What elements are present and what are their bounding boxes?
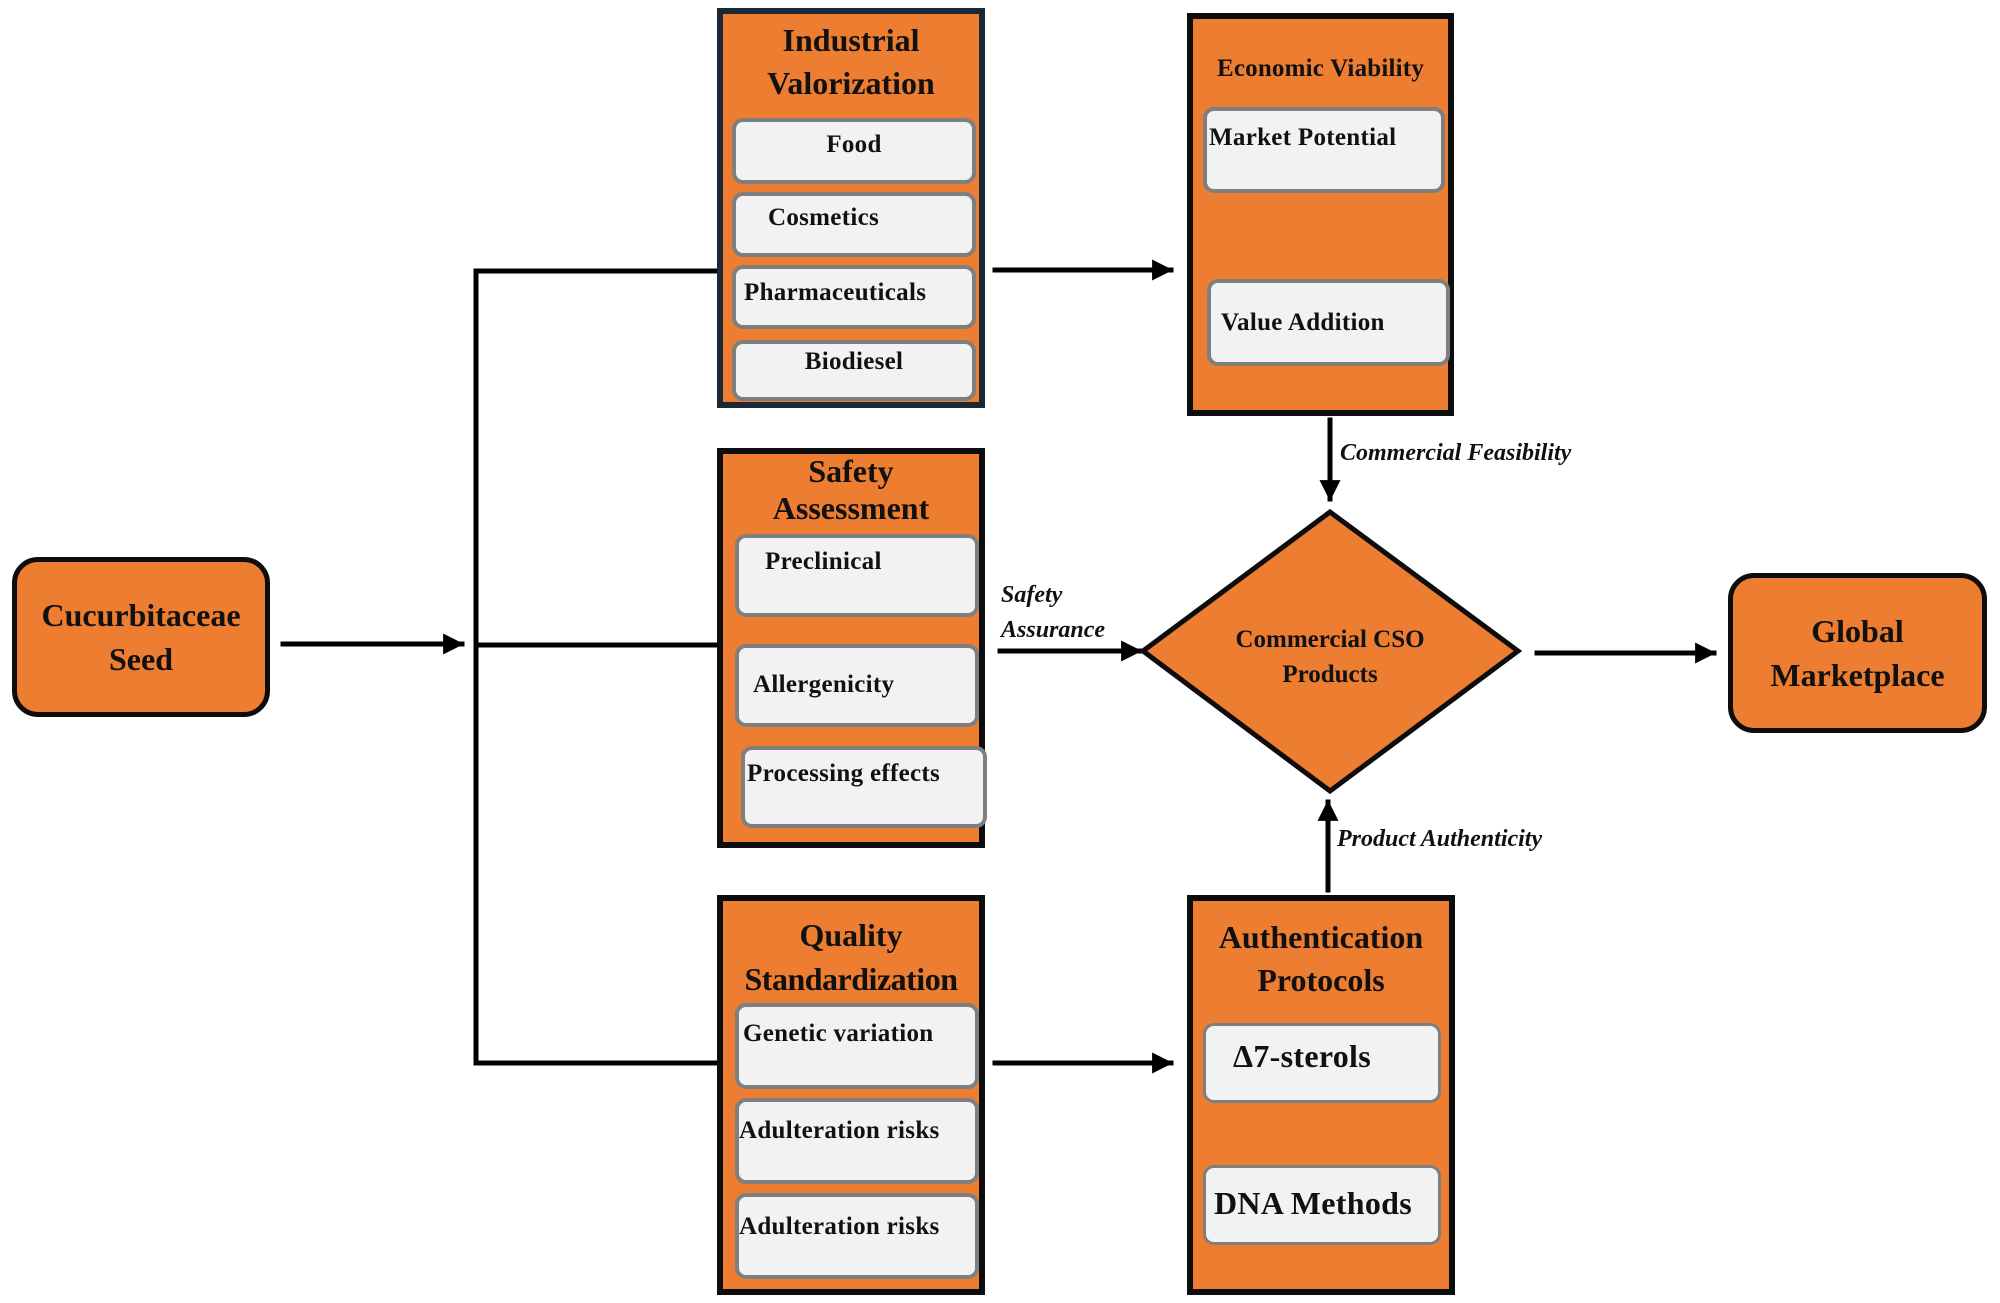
source-node-cucurbitaceae-seed: Cucurbitaceae Seed <box>12 557 270 717</box>
panel-industrial-valorization: Industrial Valorization Food Cosmetics P… <box>717 8 985 408</box>
edge-label-safety-assurance-line-1: Safety <box>1001 582 1063 608</box>
panel-title-line-2: Standardization <box>744 961 958 997</box>
source-label-line-1: Cucurbitaceae <box>41 597 241 633</box>
decision-label-line-1: Commercial CSO <box>1235 626 1425 653</box>
item-value-addition: Value Addition <box>1207 279 1450 366</box>
item-cosmetics: Cosmetics <box>732 192 976 257</box>
edge-label-commercial-feasibility: Commercial Feasibility <box>1340 440 1572 466</box>
panel-title-line-2: Assessment <box>772 490 930 526</box>
item-adulteration-risks: Adulteration risks <box>735 1193 979 1279</box>
panel-title-line-2: Valorization <box>767 65 935 101</box>
panel-authentication-protocols: Authentication Protocols Δ7-sterols DNA … <box>1187 895 1455 1295</box>
item-pharmaceuticals: Pharmaceuticals <box>732 265 976 329</box>
item-market-potential: Market Potential <box>1203 107 1445 193</box>
item-food: Food <box>732 118 976 184</box>
decision-node-commercial-cso-products: Commercial CSO Products <box>1180 622 1480 692</box>
item-genetic-variation: Genetic variation <box>735 1003 979 1089</box>
target-node-global-marketplace: Global Marketplace <box>1728 573 1987 733</box>
panel-quality-standardization: Quality Standardization Genetic variatio… <box>717 895 985 1295</box>
edge-label-safety-assurance-line-2: Assurance <box>1001 617 1106 643</box>
decision-label-line-2: Products <box>1282 661 1378 688</box>
panel-safety-assessment: Safety Assessment Preclinical Allergenic… <box>717 448 987 848</box>
item-adulteration-risks: Adulteration risks <box>735 1098 979 1184</box>
panel-title-line-1: Safety <box>808 453 894 489</box>
panel-economic-viability: Economic Viability Market Potential Valu… <box>1187 13 1454 416</box>
item-preclinical: Preclinical <box>735 534 979 617</box>
item-biodiesel: Biodiesel <box>732 340 976 401</box>
target-label-line-1: Global <box>1811 613 1904 649</box>
panel-title-line-1: Quality <box>799 917 903 953</box>
edge-label-product-authenticity: Product Authenticity <box>1337 826 1543 852</box>
panel-title-line-1: Authentication <box>1218 919 1424 955</box>
panel-title: Economic Viability <box>1216 55 1425 82</box>
item-delta7-sterols: Δ7-sterols <box>1203 1023 1441 1103</box>
item-processing-effects: Processing effects <box>741 746 987 828</box>
panel-title-line-2: Protocols <box>1257 962 1385 998</box>
item-allergenicity: Allergenicity <box>735 644 979 727</box>
decision-diamond-shape <box>1138 508 1523 795</box>
target-label-line-2: Marketplace <box>1770 657 1945 693</box>
source-label-line-2: Seed <box>109 641 173 677</box>
item-dna-methods: DNA Methods <box>1203 1165 1441 1245</box>
panel-title-line-1: Industrial <box>782 22 920 58</box>
